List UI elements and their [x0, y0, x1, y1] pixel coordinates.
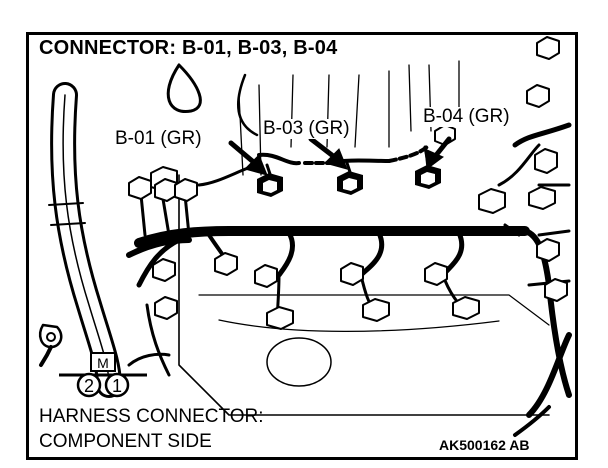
label-b04: B-04 (GR) — [421, 106, 512, 127]
connector-b04 — [415, 165, 441, 189]
arrow-b04 — [424, 136, 452, 170]
connector-b01 — [257, 173, 283, 197]
diagram-frame: M 2 1 CONNECTOR: B-01, B-03, B-04 B-01 (… — [26, 32, 578, 460]
connector-b03 — [337, 171, 363, 195]
arrow-b01 — [228, 140, 268, 176]
label-b03: B-03 (GR) — [261, 118, 352, 139]
label-b01: B-01 (GR) — [113, 128, 204, 149]
figure-code: AK500162 AB — [439, 437, 530, 453]
arrow-b03 — [308, 136, 348, 170]
harness-connector-caption: HARNESS CONNECTOR: — [39, 406, 264, 427]
component-side-caption: COMPONENT SIDE — [39, 431, 212, 452]
harness-connector-symbol: M 2 1 — [59, 352, 147, 398]
pin-2-label: 2 — [84, 376, 94, 396]
diagram-title: CONNECTOR: B-01, B-03, B-04 — [39, 37, 338, 59]
pin-key-label: M — [97, 355, 109, 371]
target-connectors — [257, 165, 441, 197]
engine-harness-illustration: M 2 1 — [39, 36, 572, 437]
pin-1-label: 1 — [112, 376, 122, 396]
